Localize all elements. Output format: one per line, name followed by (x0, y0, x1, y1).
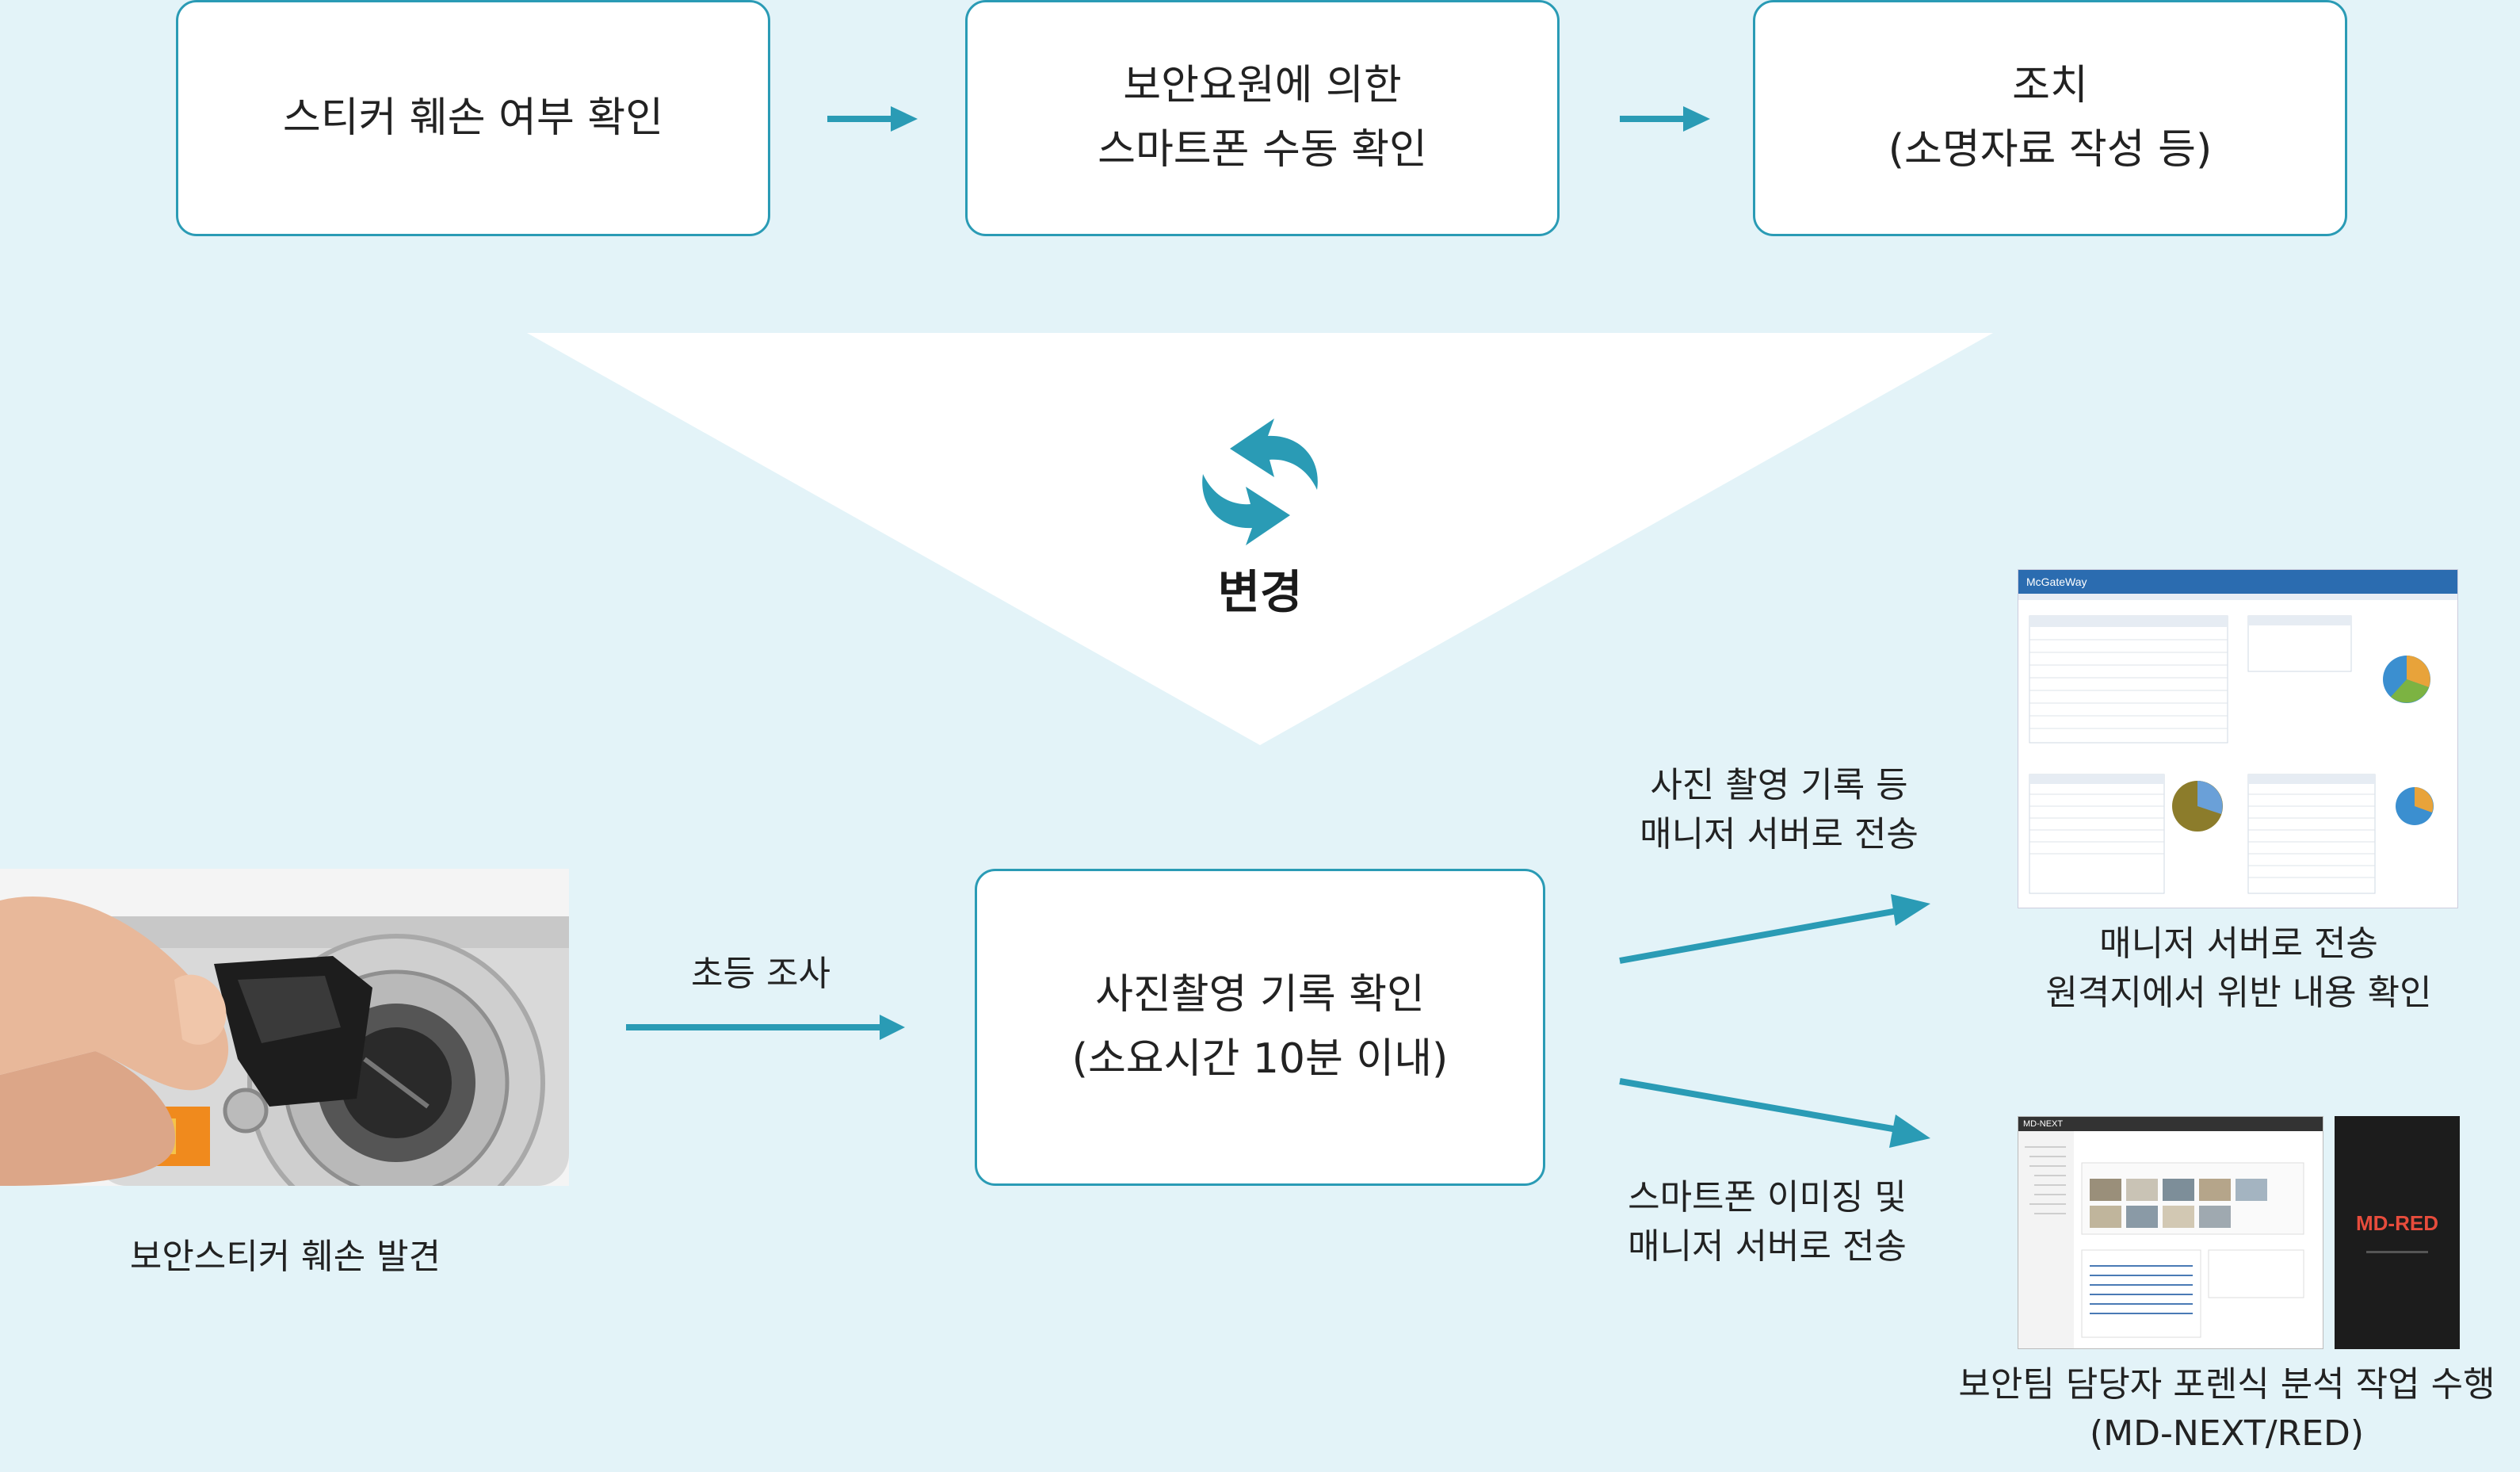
refresh-icon (1202, 419, 1318, 545)
manager-dashboard-screenshot: McGateWay (2018, 569, 2458, 908)
arrow-right-icon (827, 106, 918, 132)
lower-arrow-label: 스마트폰 이미징 및 매니저 서버로 전송 (1628, 1177, 1907, 1267)
arrow-diagonal-up-icon (1619, 894, 1930, 964)
photo-record-check-box: 사진촬영 기록 확인 (소요시간 10분 이내) (975, 869, 1545, 1186)
initial-check-label: 초등 조사 (691, 954, 830, 994)
dashboard-header: McGateWay (2018, 570, 2457, 594)
flow-step-action: 조치 (소명자료 작성 등) (1753, 0, 2347, 236)
arrow-right-icon (1620, 106, 1710, 132)
md-red-label: MD-RED (2356, 1211, 2438, 1235)
change-label: 변경 (1217, 565, 1303, 619)
flow-step-sticker-check: 스티커 훼손 여부 확인 (176, 0, 770, 236)
arrow-diagonal-down-icon (1619, 1078, 1930, 1148)
lower-result-caption: 보안팀 담당자 포렌식 분석 작업 수행 (MD-NEXT/RED) (1958, 1364, 2495, 1454)
upper-result-caption: 매니저 서버로 전송 원격지에서 위반 내용 확인 (2045, 923, 2432, 1013)
camera-photo (0, 869, 569, 1186)
md-next-title: MD-NEXT (2023, 1119, 2064, 1129)
upper-arrow-label: 사진 촬영 기록 등 매니저 서버로 전송 (1640, 765, 1919, 855)
md-red-product-box: MD-RED (2335, 1116, 2460, 1349)
md-next-titlebar: MD-NEXT (2018, 1117, 2323, 1131)
md-next-screenshot: MD-NEXT (2018, 1116, 2323, 1349)
arrow-right-icon (626, 1015, 905, 1040)
camera-caption: 보안스티커 훼손 발견 (129, 1237, 441, 1277)
flow-step-manual-check: 보안요원에 의한 스마트폰 수동 확인 (965, 0, 1560, 236)
dashboard-brand: McGateWay (2026, 575, 2087, 588)
